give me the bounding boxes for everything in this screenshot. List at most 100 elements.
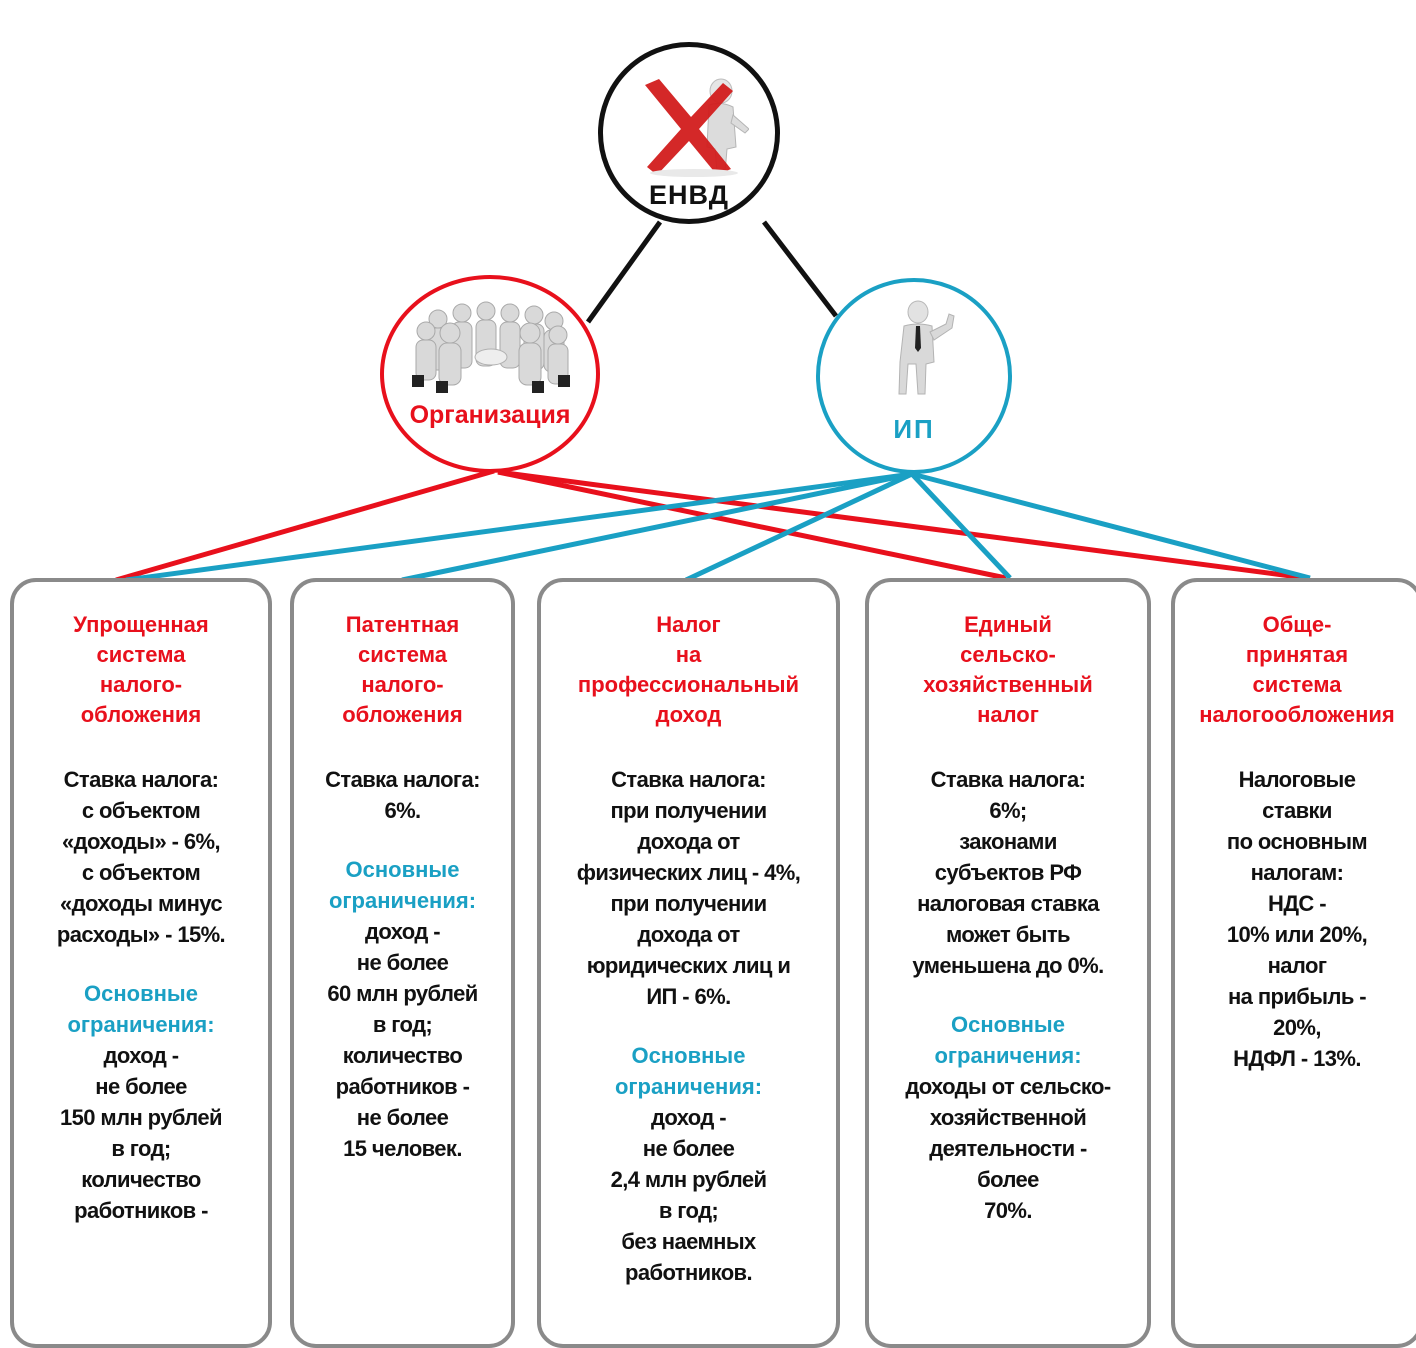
card-limits-line: количество xyxy=(81,1167,201,1192)
card-limits-heading-line: Основные xyxy=(345,857,460,882)
card-rate-text: Ставка налога: 6%; законами субъектов РФ нал… xyxy=(875,764,1141,981)
card-rate-line: Ставка налога: xyxy=(930,767,1086,792)
card-limits-line: более xyxy=(977,1167,1039,1192)
card-rate-text: Ставка налога:6%. xyxy=(300,764,505,826)
card-rate-line: на прибыль - xyxy=(1227,984,1367,1009)
card-rate-line: ИП - 6%. xyxy=(646,984,731,1009)
card-limits-line: 15 человек. xyxy=(343,1136,462,1161)
card-rate-line: налогам: xyxy=(1250,860,1344,885)
card-title-line: налогообложения xyxy=(1199,702,1395,727)
card-rate-line: с объектом xyxy=(81,798,201,823)
card-rate-line: налоговая ставка xyxy=(917,891,1099,916)
card-rate-line: Налоговые xyxy=(1238,767,1356,792)
card-limits-line: количество xyxy=(342,1043,463,1068)
card-limits-line: не более xyxy=(356,1105,449,1130)
card-title-line: Налог xyxy=(656,612,721,637)
businessman-thumbs-up-icon xyxy=(898,300,955,395)
card-rate-line: «доходы» - 6%, xyxy=(62,829,221,854)
card-limits-line: работников - xyxy=(335,1074,470,1099)
card-title-line: Упрощенная xyxy=(73,612,209,637)
connector-ip-card-0 xyxy=(125,471,913,583)
card-limits-heading-line: ограничения: xyxy=(328,888,477,913)
card-limits-line: работников. xyxy=(625,1260,753,1285)
card-title-line: налого- xyxy=(361,672,444,697)
person-with-red-x-icon xyxy=(645,78,749,177)
card-title-line: Патентная xyxy=(345,612,460,637)
card-osn: Обще-принятая система налогообложения Нало… xyxy=(1171,578,1416,1348)
card-limits-line: доход - xyxy=(103,1043,180,1068)
card-limits-heading-line: Основные xyxy=(84,981,198,1006)
card-title-line: доход xyxy=(655,702,722,727)
card-limits-line: доходы от сельско- xyxy=(905,1074,1111,1099)
card-rate-line: дохода от xyxy=(637,829,740,854)
card-limits-line: 150 млн рублей xyxy=(60,1105,223,1130)
card-title-line: обложения xyxy=(80,702,202,727)
card-limits-line: в год; xyxy=(111,1136,171,1161)
business-people-group-icon xyxy=(412,301,570,393)
card-rate-line: НДФЛ - 13%. xyxy=(1233,1046,1361,1071)
card-limits-line: работников - xyxy=(74,1198,208,1223)
card-rate-line: юридических лиц и xyxy=(586,953,791,978)
card-rate-line: по основным xyxy=(1226,829,1368,854)
card-rate-line: может быть xyxy=(946,922,1071,947)
card-rate-line: «доходы минус xyxy=(59,891,223,916)
node-organization-label: Организация xyxy=(409,401,571,429)
card-rate-line: НДС - xyxy=(1268,891,1326,916)
card-title-line: сельско- xyxy=(960,642,1056,667)
connector-org-card-3 xyxy=(497,469,1007,581)
connector-org-card-4 xyxy=(497,469,1307,581)
connector-envd-org xyxy=(585,220,663,324)
card-limits-heading: Основные ограничения: xyxy=(300,854,505,916)
node-envd: ЕНВД xyxy=(598,42,780,224)
card-limits-line: не более xyxy=(95,1074,187,1099)
card-limits-line: в год; xyxy=(658,1198,719,1223)
card-title-line: на xyxy=(675,642,702,667)
card-limits-text: доход - не более 150 млн рублей в год; колич… xyxy=(20,1040,262,1226)
card-rate-line: Ставка налога: xyxy=(63,767,219,792)
card-limits-line: в год; xyxy=(372,1012,433,1037)
card-limits-line: 70%. xyxy=(984,1198,1032,1223)
card-title-line: система xyxy=(96,642,186,667)
card-rate-text: Ставка налога: с объектом «доходы» - 6%, с … xyxy=(20,764,262,950)
card-limits-heading-line: ограничения: xyxy=(67,1012,215,1037)
card-title: Обще-принятая система налогообложения xyxy=(1181,610,1413,730)
card-title-line: хозяйственный xyxy=(923,672,1093,697)
card-limits-line: доход - xyxy=(651,1105,727,1130)
connector-ip-card-3 xyxy=(910,472,1012,580)
card-rate-line: 6%. xyxy=(384,798,421,823)
card-title-line: система xyxy=(358,642,447,667)
card-limits-heading-line: ограничения: xyxy=(934,1043,1082,1068)
card-title-line: принятая xyxy=(1245,642,1349,667)
card-rate-line: физических лиц - 4%, xyxy=(576,860,801,885)
card-rate-line: Ставка налога: xyxy=(611,767,766,792)
card-limits-line: не более xyxy=(356,950,449,975)
card-title-line: система xyxy=(1252,672,1342,697)
card-limits-line: доход - xyxy=(365,919,441,944)
card-title-line: Обще- xyxy=(1262,612,1332,637)
connector-ip-card-4 xyxy=(911,471,1311,581)
card-rate-line: налог xyxy=(1267,953,1327,978)
connector-ip-card-1 xyxy=(401,471,913,583)
card-rate-line: 6%; xyxy=(989,798,1027,823)
card-limits-line: не более xyxy=(642,1136,735,1161)
card-rate-line: законами xyxy=(959,829,1057,854)
card-limits-heading-line: ограничения: xyxy=(614,1074,763,1099)
connector-envd-ip xyxy=(762,220,838,318)
node-ip: ИП xyxy=(816,278,1012,474)
card-limits-line: 2,4 млн рублей xyxy=(610,1167,767,1192)
card-rate-line: ставки xyxy=(1262,798,1332,823)
card-rate-line: субъектов РФ xyxy=(934,860,1082,885)
card-rate-line: с объектом xyxy=(81,860,201,885)
card-limits-heading-line: Основные xyxy=(631,1043,746,1068)
card-limits-heading: Основные ограничения: xyxy=(20,978,262,1040)
